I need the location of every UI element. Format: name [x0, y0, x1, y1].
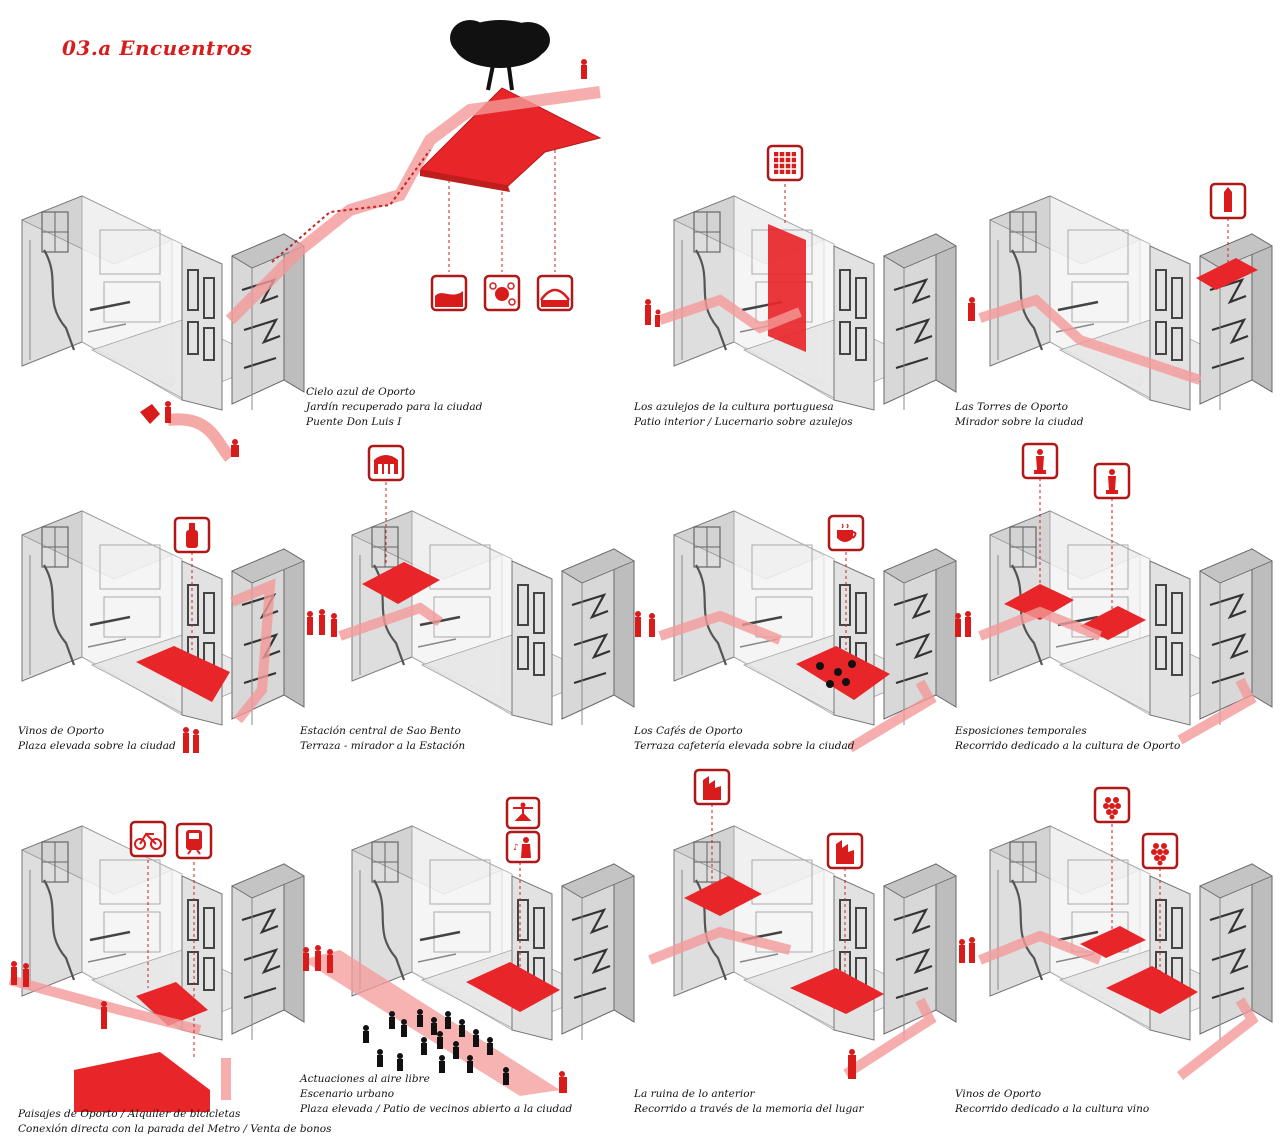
metro-train-icon — [175, 822, 213, 860]
singer-icon: ♪ — [505, 830, 541, 864]
park-platform-edge — [420, 170, 510, 192]
vine-platform-2 — [1106, 966, 1198, 1014]
tower-mirador — [1196, 258, 1258, 290]
caption-panel-8: Paisajes de Oporto / Alquiler de bicicle… — [18, 1108, 332, 1135]
statue-icon — [1093, 462, 1131, 500]
route-p3 — [978, 294, 1202, 385]
arch-bridge-icon — [536, 274, 574, 312]
sheet-title: 03.a Encuentros — [62, 36, 253, 60]
cafe-tables — [816, 660, 856, 688]
person-figure — [959, 937, 975, 963]
exhibition-platform-1 — [1004, 584, 1074, 620]
route-p6 — [658, 610, 937, 753]
crowd — [363, 1009, 509, 1085]
station-building-icon — [367, 444, 405, 482]
wine-bottle-icon — [173, 516, 211, 554]
station-terrace — [362, 562, 440, 604]
grapes-icon — [1141, 832, 1179, 870]
ground-path-p1 — [167, 413, 235, 462]
person-figure — [955, 611, 971, 637]
person-figure — [635, 611, 655, 637]
person-figure — [183, 727, 199, 753]
person-figure — [848, 1049, 856, 1079]
clerigos-tower-icon — [1209, 182, 1247, 220]
coffee-cup-icon — [827, 514, 865, 552]
bike-platform — [136, 982, 208, 1026]
route-p7 — [978, 606, 1257, 745]
tree-icon — [450, 20, 550, 91]
vine-platform-1 — [1080, 926, 1146, 958]
grapes-icon — [1093, 786, 1131, 824]
ruin-platform-1 — [684, 876, 762, 916]
ruin-wall-icon — [693, 768, 731, 806]
metro-plaza — [74, 1052, 210, 1112]
wave-landscape-icon — [430, 274, 468, 312]
person-figure — [140, 59, 587, 457]
statue-icon — [1021, 442, 1059, 480]
wine-plaza — [136, 646, 230, 702]
route-p4 — [230, 578, 276, 724]
route-p11 — [978, 930, 1259, 1080]
person-figure — [11, 961, 107, 1029]
ruin-wall-icon — [826, 832, 864, 870]
ruin-platform-2 — [790, 968, 884, 1014]
bicycle-icon — [129, 820, 167, 858]
cafe-terrace — [796, 646, 890, 700]
sky-walk-path — [225, 86, 601, 325]
person-figure — [303, 945, 567, 1093]
route-p8 — [8, 975, 231, 1100]
route-p2 — [658, 294, 802, 334]
person-figure — [645, 299, 661, 327]
garden-tree-icon — [483, 274, 521, 312]
dancer-icon — [505, 796, 541, 830]
route-p5 — [338, 602, 443, 641]
azulejo-patio-volume — [768, 224, 806, 352]
azulejo-tile-icon — [766, 144, 804, 182]
svg-text:♪: ♪ — [513, 843, 519, 853]
person-figure — [307, 609, 337, 637]
person-figure — [968, 297, 975, 321]
stage-plaza — [466, 962, 560, 1012]
panel-1-building — [20, 194, 306, 412]
stair-line — [271, 149, 431, 263]
route-p10 — [648, 926, 937, 1079]
